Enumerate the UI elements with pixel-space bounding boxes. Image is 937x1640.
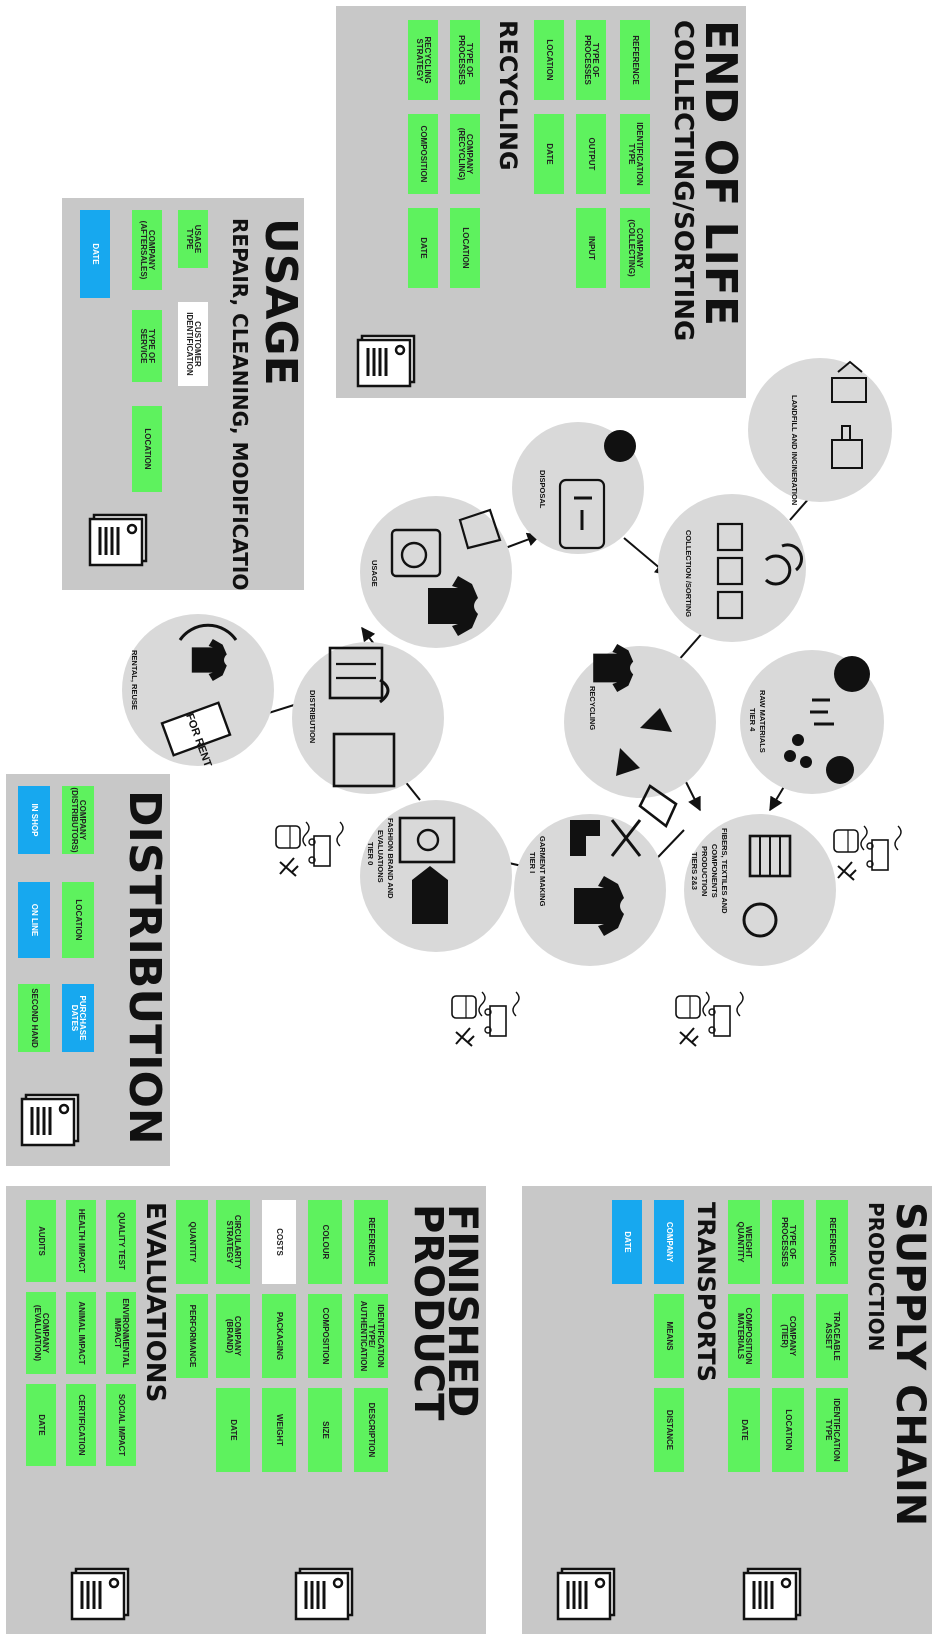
finished-product-panel: FINISHED PRODUCT REFERENCE IDENTIFICATIO… <box>6 1186 486 1634</box>
label-garment-2: TIER I <box>528 852 537 873</box>
stage-distribution: DISTRIBUTION <box>292 642 444 794</box>
label-fibers-2: COMPONENTS <box>710 844 719 898</box>
label-garment-1: GARMENT MAKING <box>538 836 547 907</box>
supply-chain-panel: SUPPLY CHAIN PRODUCTION REFERENCE TRACEA… <box>522 1186 932 1634</box>
label-brand-1: FASHION BRAND AND <box>386 818 395 899</box>
label-usage: USAGE <box>370 560 379 587</box>
end-of-life-panel: END OF LIFE COLLECTING/SORTING REFERENCE… <box>336 6 746 398</box>
stage-fashion-brand: FASHION BRAND AND EVALUATIONS TIER 0 <box>360 800 512 952</box>
document-icon <box>20 1093 80 1147</box>
stage-recycling: RECYCLING <box>564 644 716 829</box>
label-rental: RENTAL, REUSE <box>130 650 139 710</box>
stage-collection: COLLECTION /SORTING <box>658 494 806 642</box>
label-landfill: LANDFILL AND INCINERATION <box>790 395 799 505</box>
stage-rental: FOR RENT RENTAL, REUSE <box>122 614 274 769</box>
transport-icon <box>833 825 902 881</box>
label-brand-3: TIER 0 <box>366 842 375 865</box>
label-fibers-1: FIBERS, TEXTILES AND <box>720 828 729 914</box>
label-disposal: DISPOSAL <box>538 470 547 509</box>
distribution-panel: DISTRIBUTION COMPANY (DISTRIBUTORS) LOCA… <box>6 774 170 1166</box>
transport-icon <box>275 821 344 877</box>
document-icon <box>356 334 416 388</box>
stage-disposal: DISPOSAL <box>512 422 644 554</box>
usage-panel: USAGE REPAIR, CLEANING, MODIFICATION USA… <box>62 198 304 590</box>
stage-landfill: LANDFILL AND INCINERATION <box>748 358 892 505</box>
label-tier-4: TIER 4 <box>748 708 757 732</box>
document-icon <box>88 513 148 567</box>
stage-raw-materials: RAW MATERIALS TIER 4 <box>740 650 884 794</box>
label-raw-materials: RAW MATERIALS <box>758 690 767 753</box>
label-brand-2: EVALUATIONS <box>376 830 385 883</box>
label-recycling: RECYCLING <box>588 686 597 730</box>
document-icon <box>294 1567 354 1621</box>
label-distribution: DISTRIBUTION <box>308 690 317 743</box>
stage-fibers: FIBERS, TEXTILES AND COMPONENTS PRODUCTI… <box>684 814 836 966</box>
stage-usage: USAGE <box>360 496 512 648</box>
label-collection: COLLECTION /SORTING <box>684 530 693 617</box>
document-icon <box>70 1567 130 1621</box>
transport-icon <box>451 991 520 1047</box>
label-fibers-3: PRODUCTION <box>700 846 709 896</box>
stage-garment-making: GARMENT MAKING TIER I <box>514 814 666 966</box>
transport-icon <box>675 991 744 1047</box>
document-icon <box>556 1567 616 1621</box>
document-icon <box>742 1567 802 1621</box>
label-fibers-4: TIERS 2&3 <box>690 852 699 890</box>
